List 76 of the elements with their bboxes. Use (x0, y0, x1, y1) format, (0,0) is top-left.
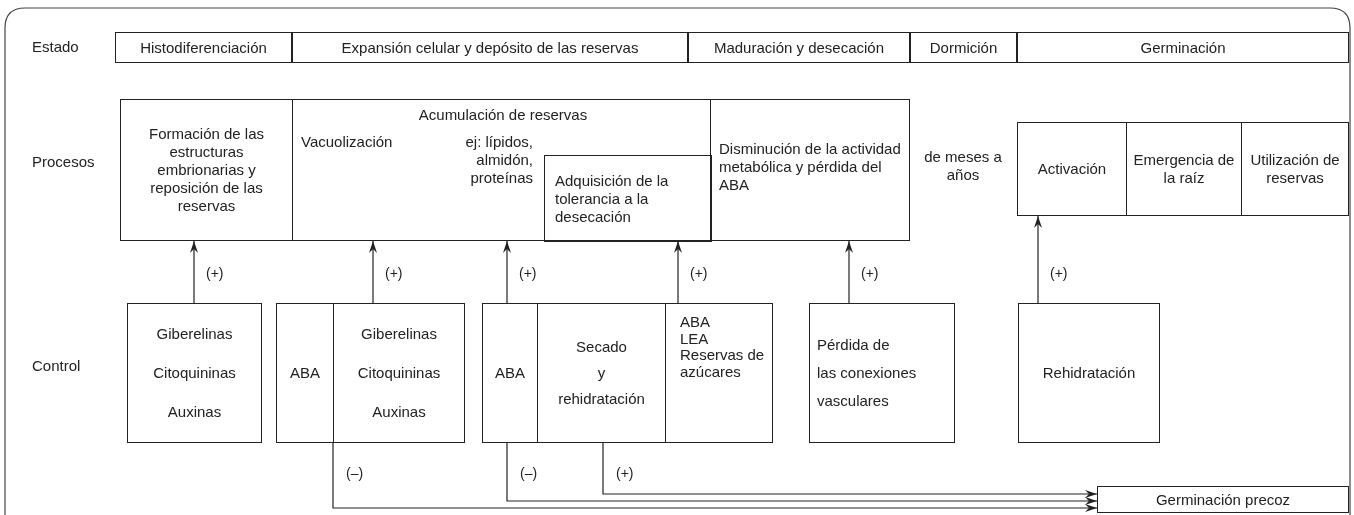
node-text: LEA (680, 330, 709, 347)
node-text: Secado (576, 338, 627, 356)
node-text: rehidratación (558, 390, 645, 408)
control-box (809, 303, 955, 443)
node-text: y (597, 364, 606, 382)
stage-cell (910, 32, 1017, 63)
control-box (537, 303, 666, 443)
edge-label: (+) (689, 265, 709, 281)
node-text: Utilización de reservas (1249, 151, 1341, 187)
process-box (1017, 122, 1127, 216)
stage-cell (688, 32, 910, 63)
arrow (602, 442, 1098, 498)
node-text: Auxinas (372, 403, 426, 421)
row-label: Estado (32, 38, 79, 56)
duration-note: de meses a años (923, 148, 1003, 184)
node-text: Formación de las estructuras embrionarias y reposición de las reservas (147, 125, 266, 215)
row-label: Control (32, 357, 81, 375)
node-text: Germinación precoz (1155, 490, 1291, 509)
arrow (506, 442, 1098, 505)
process-box (292, 99, 711, 241)
node-text: ABA (495, 364, 525, 382)
node-text: Auxinas (167, 403, 222, 421)
arrow (845, 240, 853, 304)
node-text: vasculares (817, 392, 889, 410)
node-text: ej: lípidos, almidón, proteínas (464, 133, 533, 187)
control-box (333, 303, 465, 443)
node-text: Acumulación de reservas (417, 106, 589, 124)
control-box (482, 303, 538, 443)
edge-label: (–) (345, 465, 365, 481)
control-box (1018, 303, 1160, 443)
node-text: Giberelinas (361, 325, 437, 343)
node-text: Adquisición de la tolerancia a la desecación (555, 171, 670, 226)
node-text: Pérdida de (817, 336, 890, 354)
node-text: ABA (290, 364, 320, 382)
process-box (710, 99, 910, 241)
arrow (503, 240, 511, 304)
edge-label: (+) (205, 265, 225, 281)
process-box (120, 99, 293, 241)
node-text: Maduración y desecación (713, 38, 885, 57)
node-text: Reservas de azúcares (680, 347, 766, 380)
edge-label: (–) (519, 465, 539, 481)
arrow (1034, 215, 1042, 304)
edge-label: (+) (518, 265, 538, 281)
stage-cell (292, 32, 688, 63)
edge-label: (+) (615, 465, 635, 481)
node-text: Citoquininas (153, 364, 236, 382)
node-text: Rehidratación (1042, 364, 1136, 382)
node-text: las conexiones (817, 364, 917, 382)
node-text: Expansión celular y depósito de las reservas (341, 38, 639, 57)
edge-label: (+) (1049, 265, 1069, 281)
process-box (1241, 122, 1349, 216)
node-text: ABA (680, 314, 710, 331)
row-label: Procesos (32, 153, 95, 171)
arrow (190, 240, 198, 304)
node-text: Citoquininas (357, 364, 441, 382)
edge-label: (+) (860, 265, 880, 281)
node-text: Vacuolización (301, 133, 394, 151)
node-text: Giberelinas (156, 325, 233, 343)
node-text: Histodiferenciación (140, 38, 267, 57)
process-box (1126, 122, 1242, 216)
control-box (276, 303, 334, 443)
outcome-box (1097, 486, 1349, 513)
edge-label: (+) (384, 265, 404, 281)
arrow (332, 442, 1098, 512)
control-box (127, 303, 262, 443)
arrow (369, 240, 377, 304)
node-text: Germinación (1140, 38, 1226, 57)
node-text: Dormición (929, 38, 998, 57)
node-text: Activación (1037, 160, 1107, 178)
stage-cell (1017, 32, 1349, 63)
node-text: Emergencia de la raíz (1132, 151, 1236, 187)
node-text: Disminución de la actividad metabólica y pérdida del ABA (719, 140, 901, 194)
stage-cell (115, 32, 292, 63)
process-box (544, 155, 712, 242)
arrow (674, 240, 682, 304)
control-box (665, 303, 773, 443)
